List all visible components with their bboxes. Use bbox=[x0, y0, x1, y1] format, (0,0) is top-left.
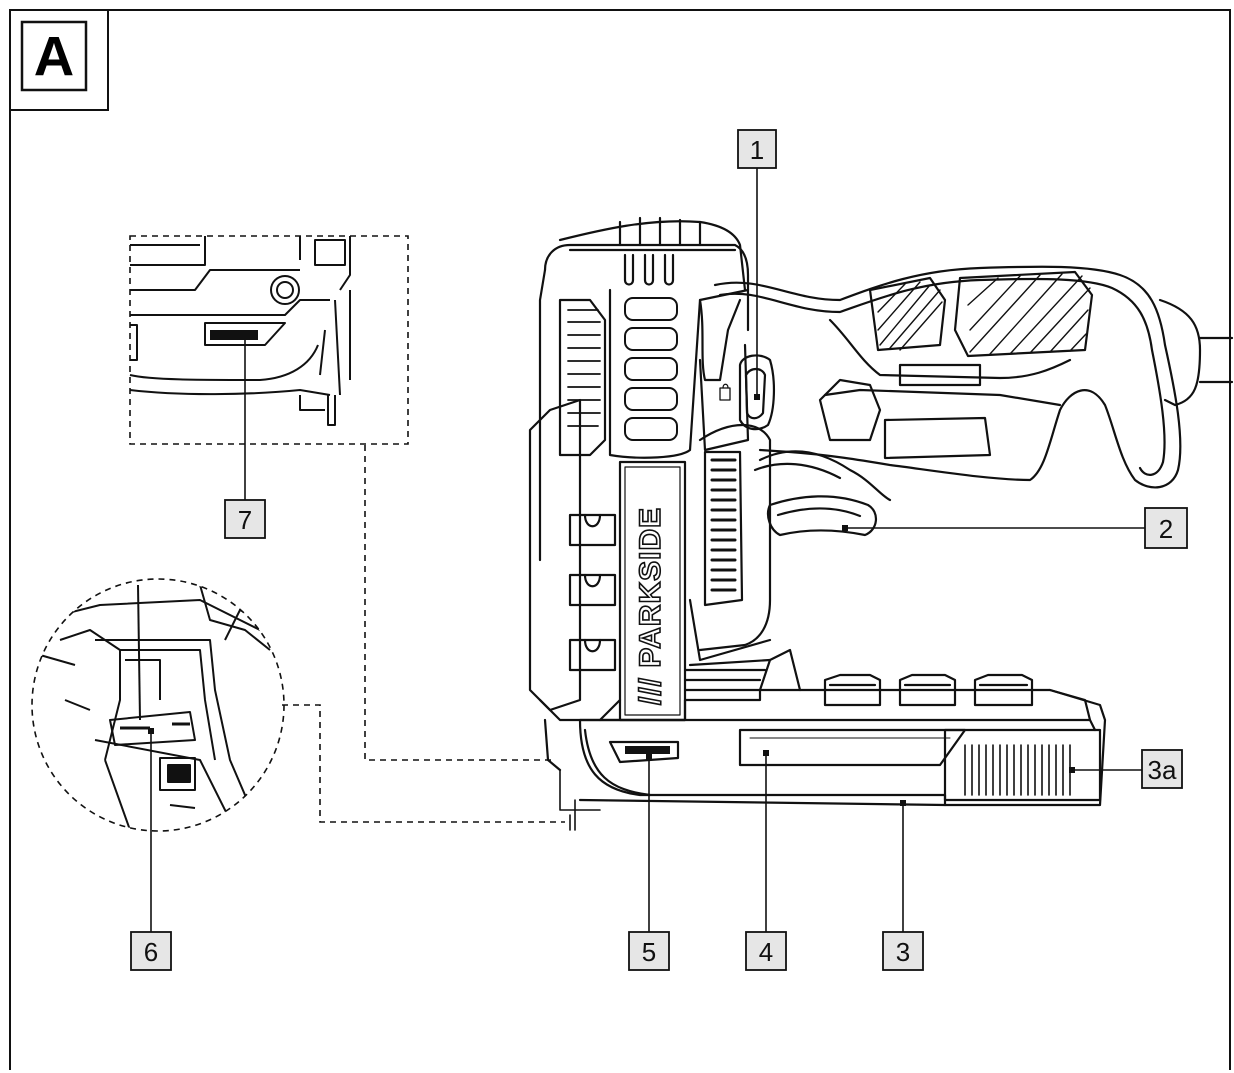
safety-switch bbox=[738, 354, 776, 431]
handle-slot bbox=[883, 416, 992, 460]
head-top bbox=[558, 220, 747, 292]
callout-1-label: 1 bbox=[750, 135, 764, 165]
magazine-window bbox=[738, 728, 967, 767]
figure-letter: A bbox=[34, 25, 74, 88]
brand-logo-text: /// PARKSIDE bbox=[634, 507, 667, 705]
callout-1: 1 bbox=[737, 129, 777, 169]
callout-2-label: 2 bbox=[1159, 514, 1173, 544]
battery-connector bbox=[1158, 298, 1202, 407]
stapler-illustration bbox=[528, 216, 1234, 831]
grip-texture bbox=[868, 276, 947, 352]
trigger bbox=[766, 495, 877, 537]
callout-2: 2 bbox=[1144, 507, 1188, 549]
figure-letter-box: A bbox=[20, 20, 88, 92]
callout-4-label: 4 bbox=[759, 937, 773, 967]
callout-5-label: 5 bbox=[642, 937, 656, 967]
callout-3: 3 bbox=[882, 931, 924, 971]
leader-lines bbox=[148, 168, 1145, 932]
callout-7: 7 bbox=[224, 499, 266, 539]
handle-outline bbox=[713, 265, 1182, 489]
fill-indicator bbox=[608, 740, 680, 764]
head-front bbox=[543, 243, 750, 332]
detail-7-inset bbox=[129, 235, 409, 445]
callout-7-label: 7 bbox=[238, 505, 252, 535]
callout-3-label: 3 bbox=[896, 937, 910, 967]
callout-6: 6 bbox=[130, 931, 172, 971]
callout-4: 4 bbox=[745, 931, 787, 971]
callout-5: 5 bbox=[628, 931, 670, 971]
vent-grille bbox=[943, 728, 1102, 802]
detail-6-inset bbox=[31, 578, 285, 832]
callout-6-label: 6 bbox=[144, 937, 158, 967]
figure-frame bbox=[9, 9, 1231, 1070]
callout-3a: 3a bbox=[1141, 749, 1183, 789]
depth-slider bbox=[703, 450, 744, 607]
callout-3a-label: 3a bbox=[1148, 755, 1177, 785]
